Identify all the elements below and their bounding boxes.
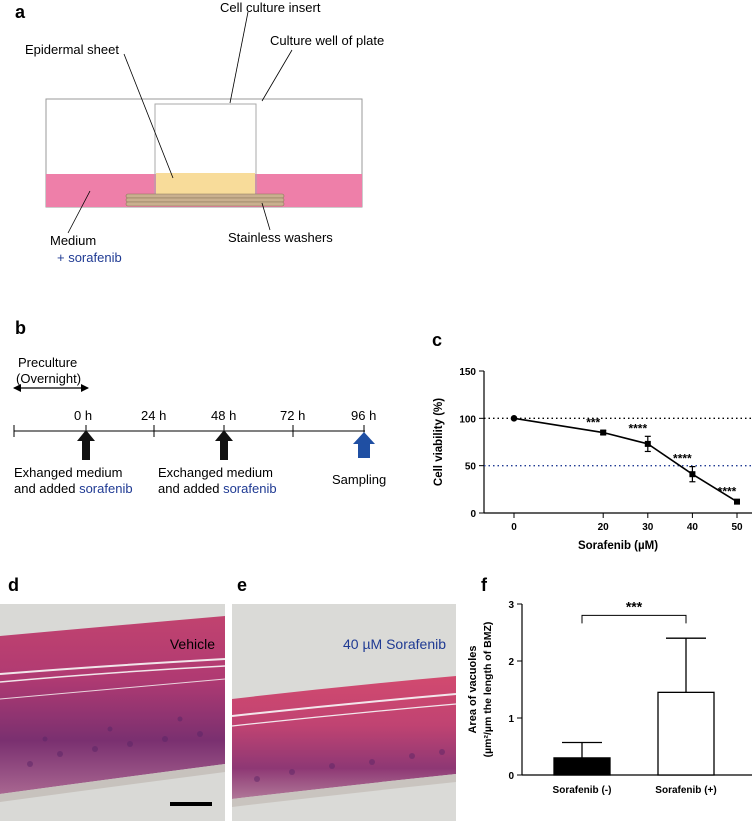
tick-label-24h: 24 h [141, 408, 167, 423]
leader-sheet [123, 53, 174, 179]
arrow-icon-0h [77, 430, 95, 460]
preculture-duration: (Overnight) [16, 371, 82, 386]
label-culture-well: Culture well of plate [270, 33, 385, 48]
f-category-label: Sorafenib (+) [655, 785, 716, 796]
washer-middle [125, 197, 285, 203]
c-data-point [734, 498, 740, 505]
tick-label-0h: 0 h [74, 408, 93, 423]
c-x-tick-label: 20 [598, 522, 610, 533]
leader-medium [67, 190, 91, 234]
event2-line1: Exchanged medium [158, 465, 273, 480]
c-x-tick-label: 30 [642, 522, 654, 533]
sampling-label: Sampling [332, 472, 387, 487]
f-y-axis-label-line2: (µm²/µm the length of BMZ) [482, 622, 494, 758]
f-significance-bracket [581, 614, 687, 624]
c-y-tick-label: 50 [465, 462, 477, 473]
event2-line2: and added sorafenib [158, 481, 277, 496]
c-x-tick-label: 0 [511, 522, 517, 533]
sampling-arrow-icon [353, 432, 375, 458]
event1-line1: Exhanged medium [14, 465, 123, 480]
washer-bottom [125, 201, 285, 207]
washer-top [125, 193, 285, 199]
c-significance-label: **** [718, 485, 737, 499]
c-y-tick-label: 150 [459, 367, 476, 378]
c-data-point [689, 471, 696, 478]
f-y-tick-label: 2 [508, 657, 514, 668]
tick-label-48h: 48 h [211, 408, 237, 423]
f-y-tick-label: 1 [508, 714, 514, 725]
c-x-tick-label: 40 [687, 522, 699, 533]
c-significance-label: *** [586, 416, 600, 430]
label-medium-sorafenib: + sorafenib [57, 250, 122, 265]
micrograph-vehicle: Vehicle [0, 604, 225, 821]
f-y-axis-label-line1: Area of vacuoles [467, 645, 479, 733]
c-x-axis-label: Sorafenib (µM) [578, 540, 658, 552]
c-y-tick-label: 0 [470, 509, 476, 520]
c-x-tick-label: 50 [731, 522, 743, 533]
tick-label-96h: 96 h [351, 408, 377, 423]
micrograph-sorafenib-image [232, 604, 456, 821]
vehicle-label: Vehicle [169, 636, 215, 652]
c-data-point [600, 429, 607, 436]
c-data-point [510, 415, 518, 422]
f-bar [553, 757, 611, 776]
c-significance-label: **** [673, 452, 692, 466]
tick-label-72h: 72 h [280, 408, 306, 423]
panel-e-letter: e [237, 575, 248, 595]
epidermal-sheet [156, 173, 255, 194]
leader-insert [229, 11, 249, 104]
c-significance-label: **** [628, 421, 647, 435]
c-data-point [644, 440, 651, 447]
label-cell-culture-insert: Cell culture insert [220, 0, 321, 15]
c-y-tick-label: 100 [459, 414, 476, 425]
event1-line2: and added sorafenib [14, 481, 133, 496]
f-category-label: Sorafenib (-) [553, 785, 612, 796]
leader-well [261, 49, 293, 102]
panel-f-letter: f [481, 575, 487, 595]
micrograph-sorafenib: 40 µM Sorafenib [232, 604, 456, 821]
culture-diagram [45, 11, 363, 234]
f-significance-label: *** [626, 598, 643, 614]
preculture-label: Preculture [18, 355, 78, 370]
micrograph-vehicle-image [0, 604, 225, 821]
label-epidermal-sheet: Epidermal sheet [25, 42, 119, 57]
sorafenib-label: 40 µM Sorafenib [342, 636, 446, 652]
panel-a-letter: a [15, 2, 26, 22]
f-y-tick-label: 0 [508, 771, 514, 782]
c-series-line [513, 417, 738, 503]
arrow-icon-48h [215, 430, 233, 460]
f-y-tick-label: 3 [508, 600, 514, 611]
c-y-axis-label: Cell viability (%) [433, 398, 445, 486]
leader-washers [261, 202, 271, 231]
panel-b-letter: b [15, 318, 26, 338]
panel-c-letter: c [432, 330, 443, 350]
label-medium: Medium [50, 233, 97, 248]
panel-d-letter: d [8, 575, 19, 595]
label-washers: Stainless washers [228, 230, 333, 245]
f-bar [657, 691, 715, 776]
timeline-diagram [13, 384, 375, 460]
